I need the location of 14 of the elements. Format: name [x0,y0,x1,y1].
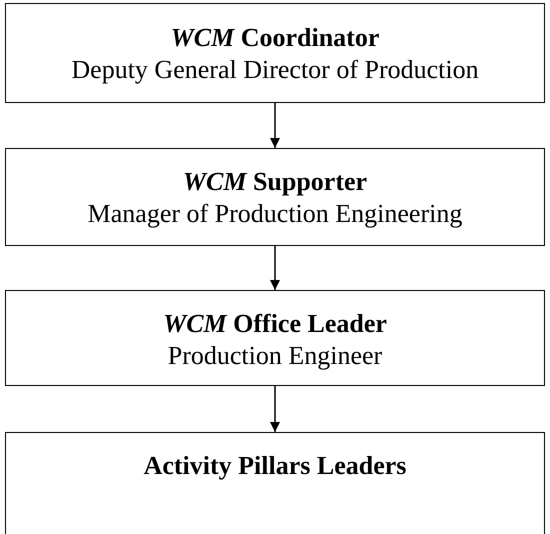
role-title: Activity Pillars Leaders [142,450,408,482]
org-box [5,3,545,103]
job-title: Production Engineer [166,340,384,372]
arrow [270,246,280,290]
job-title: Deputy General Director of Production [70,54,480,86]
org-box [5,432,545,534]
role-title: WCM Coordinator [170,22,380,54]
job-title: Manager of Production Engineering [86,198,464,230]
arrow [270,386,280,432]
role-title: WCM Office Leader [162,308,388,340]
org-box [5,148,545,246]
org-box [5,290,545,386]
role-title: WCM Supporter [182,166,368,198]
arrow [270,103,280,148]
